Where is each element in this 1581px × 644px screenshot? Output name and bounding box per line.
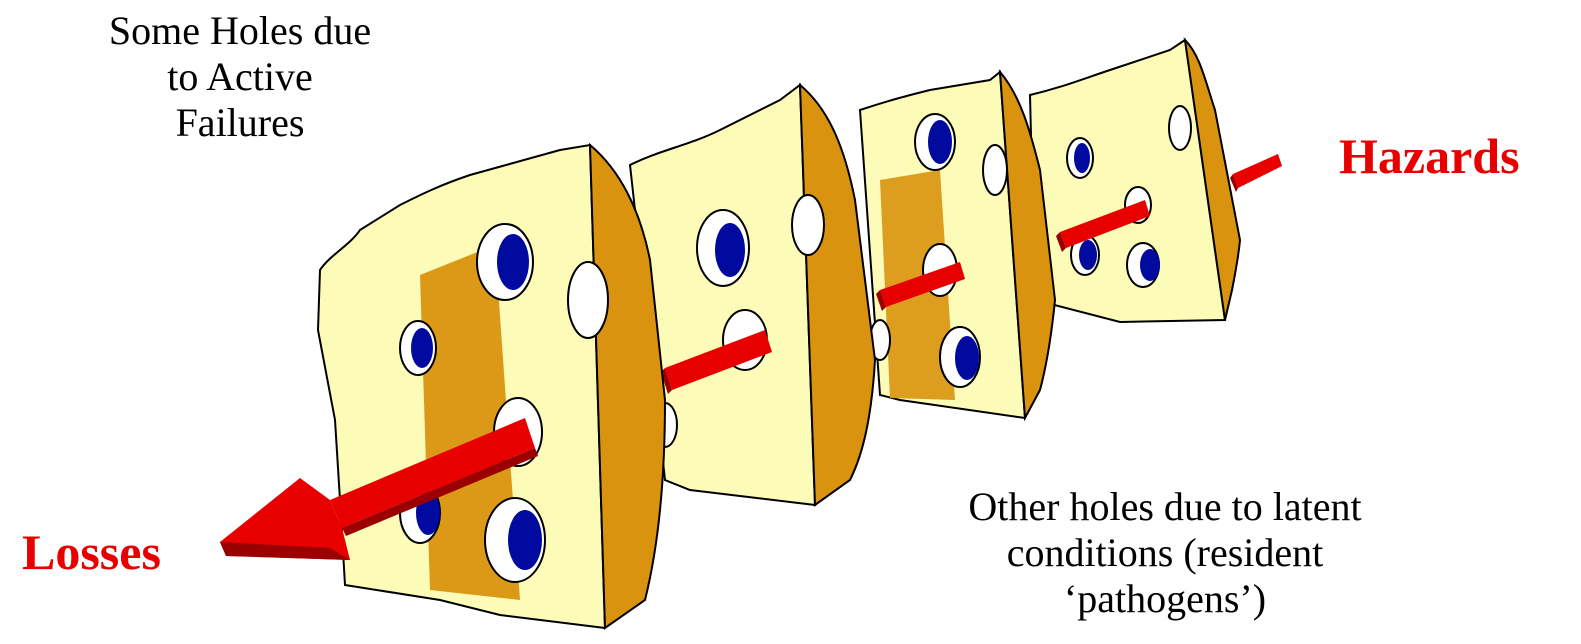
cheese-slice-4 <box>1030 40 1240 322</box>
cheese-slice-2 <box>630 85 875 505</box>
active-failures-label: Some Holes due to Active Failures <box>60 8 420 146</box>
latent-conditions-label: Other holes due to latent conditions (re… <box>905 484 1425 622</box>
hazards-label: Hazards <box>1339 128 1520 184</box>
hazard-arrow-back <box>1230 154 1282 192</box>
cheese-slice-1 <box>318 145 665 628</box>
cheese-slice-3 <box>860 72 1055 418</box>
losses-label: Losses <box>22 524 161 580</box>
